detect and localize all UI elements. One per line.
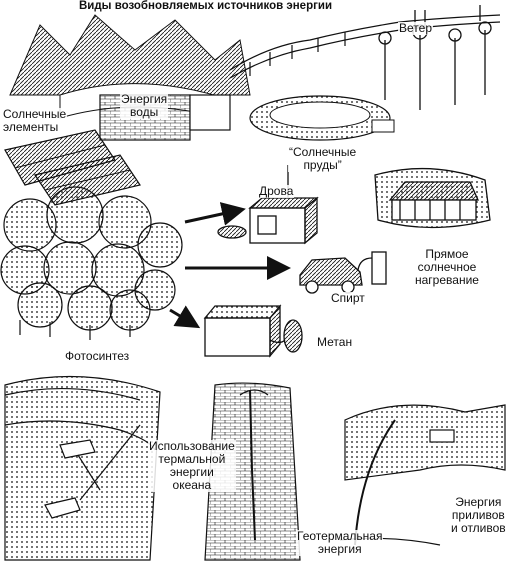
label-firewood: Дрова — [258, 184, 295, 198]
label-tidal-energy: Энергия приливов и отливов — [450, 495, 507, 535]
tidal-scene — [339, 404, 506, 546]
solar-pond — [249, 95, 395, 141]
methane-digester — [203, 304, 303, 358]
label-photosynthesis: Фотосинтез — [64, 349, 131, 363]
label-direct-solar-heating: Прямое солнечное нагревание — [414, 247, 480, 287]
label-wind: Ветер — [398, 21, 433, 35]
wood-stove — [217, 165, 319, 245]
solar-house — [374, 167, 491, 229]
label-solar-cells: Солнечные элементы — [2, 107, 68, 134]
wind-turbines — [378, 5, 492, 110]
page-title: Виды возобновляемых источников энергии — [78, 0, 334, 13]
forest — [0, 186, 183, 340]
geothermal-scene — [204, 382, 301, 561]
label-alcohol: Спирт — [330, 291, 366, 305]
ocean-thermal-scene — [4, 375, 161, 561]
car-fuel-pump — [299, 251, 387, 294]
arrows — [169, 202, 291, 329]
label-ocean-thermal-energy: Использование термальной энергии океана — [148, 439, 236, 492]
label-water-energy: Энергия воды — [120, 92, 169, 119]
power-line — [229, 14, 501, 79]
label-methane: Метан — [316, 335, 354, 349]
label-geothermal-energy: Геотермальная энергия — [296, 529, 384, 556]
label-solar-ponds: “Солнечные пруды” — [288, 145, 358, 172]
